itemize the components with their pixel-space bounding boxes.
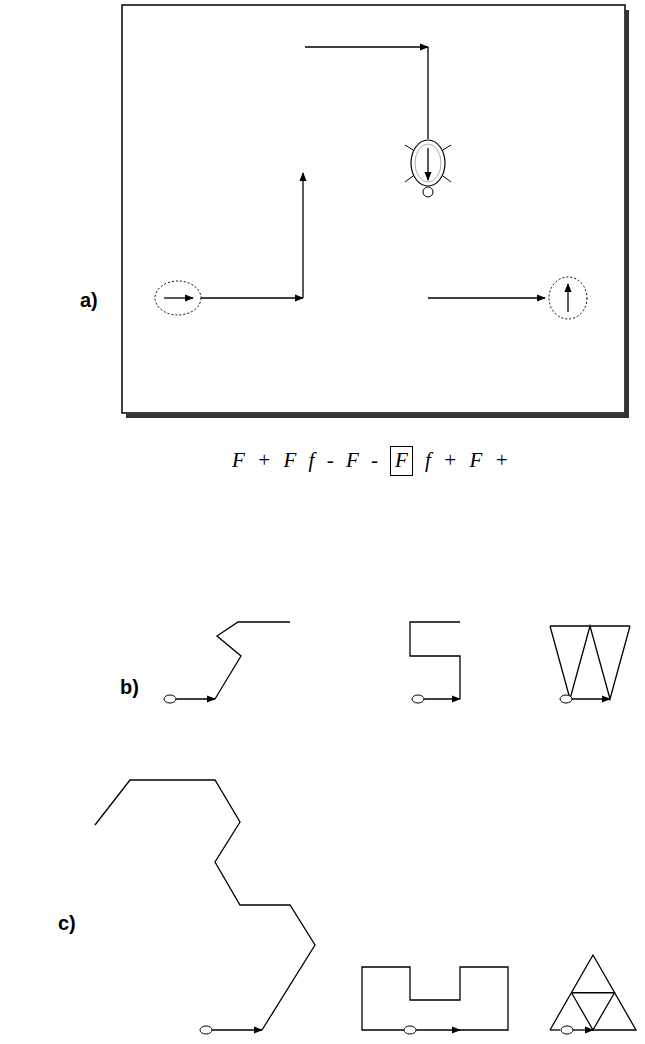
curve-figures-c	[95, 780, 636, 1034]
formula-symbol: F	[395, 448, 408, 473]
curve-figures-b	[164, 622, 630, 703]
canvas-frame	[122, 5, 625, 413]
state-ellipse	[549, 277, 587, 319]
heading-arrow	[164, 297, 193, 298]
turtle-path	[305, 46, 428, 47]
panel-label: a)	[80, 289, 98, 312]
formula-text: F + F f - F -	[232, 448, 378, 473]
panel-label: b)	[120, 676, 139, 699]
turtle-path	[427, 47, 428, 139]
turtle-path	[302, 173, 303, 298]
turtle-path	[428, 297, 545, 298]
turtle-icon	[405, 140, 451, 197]
formula-row: F + F f - F - f + F + F	[232, 446, 509, 476]
turtle-path	[201, 297, 303, 298]
frame-shadow	[126, 10, 627, 416]
state-ellipse	[155, 281, 201, 315]
heading-arrow	[567, 284, 568, 312]
panel-label: c)	[58, 912, 76, 935]
highlighted-symbol-box: F	[390, 446, 413, 476]
formula-text: f + F +	[425, 448, 509, 473]
